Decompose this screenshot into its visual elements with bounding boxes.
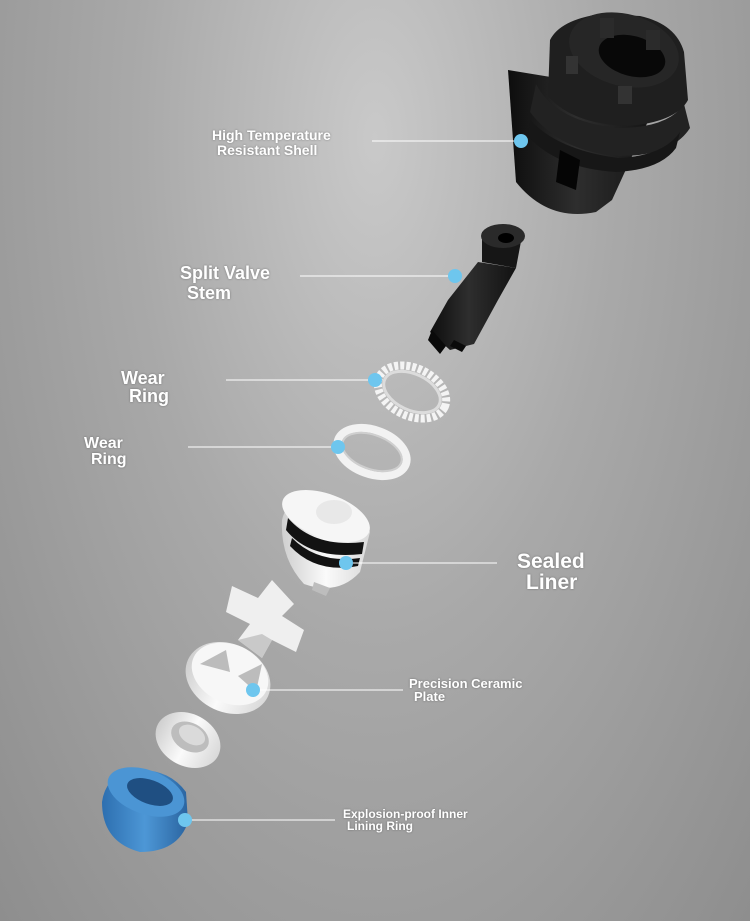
label-liner-line-2: Liner (526, 571, 578, 594)
label-wear-ring-2-line-1: Wear (84, 435, 123, 452)
label-explosion-line-2: Lining Ring (347, 819, 413, 833)
wear-ring-1-part (373, 361, 451, 423)
label-precision-ceramic-plate: Precision Ceramic Plate (409, 677, 522, 703)
inner-lining-ring-part (102, 767, 188, 852)
wear-ring-2-part (333, 423, 411, 481)
label-explosion-line-1: Explosion-proof Inner (343, 807, 468, 821)
label-stem-line-1: Split Valve (180, 263, 271, 283)
label-wear-ring-1-line-2: Ring (129, 386, 169, 406)
label-explosion-proof-inner-lining-ring: Explosion-proof Inner Lining Ring (343, 808, 468, 832)
label-wear-ring-2: Wear Ring (84, 436, 127, 468)
label-shell-line-1: High Temperature (212, 127, 331, 143)
marker-dot-shell (514, 134, 528, 148)
label-wear-ring-2-line-2: Ring (91, 451, 127, 468)
label-stem-line-2: Stem (187, 283, 232, 303)
marker-dot-explosion (178, 813, 192, 827)
label-sealed-liner: Sealed Liner (517, 551, 585, 593)
marker-dot-ceramic (246, 683, 260, 697)
valve-stem-part (428, 224, 525, 354)
marker-dot-wear-2 (331, 440, 345, 454)
marker-dot-liner (339, 556, 353, 570)
label-wear-ring-1-line-1: Wear (121, 368, 165, 388)
small-ring-part (155, 712, 221, 768)
label-shell-line-2: Resistant Shell (217, 142, 318, 158)
marker-dot-stem (448, 269, 462, 283)
marker-dot-wear-1 (368, 373, 382, 387)
label-high-temperature-resistant-shell: High Temperature Resistant Shell (212, 128, 331, 157)
label-wear-ring-1: Wear Ring (121, 369, 169, 405)
cross-disc-part (226, 580, 304, 658)
shell-part (508, 12, 690, 214)
label-split-valve-stem: Split Valve Stem (180, 264, 270, 302)
label-liner-line-1: Sealed (517, 550, 585, 573)
sealed-liner-part (281, 490, 370, 596)
label-ceramic-line-2: Plate (414, 689, 446, 704)
label-ceramic-line-1: Precision Ceramic (409, 676, 523, 691)
